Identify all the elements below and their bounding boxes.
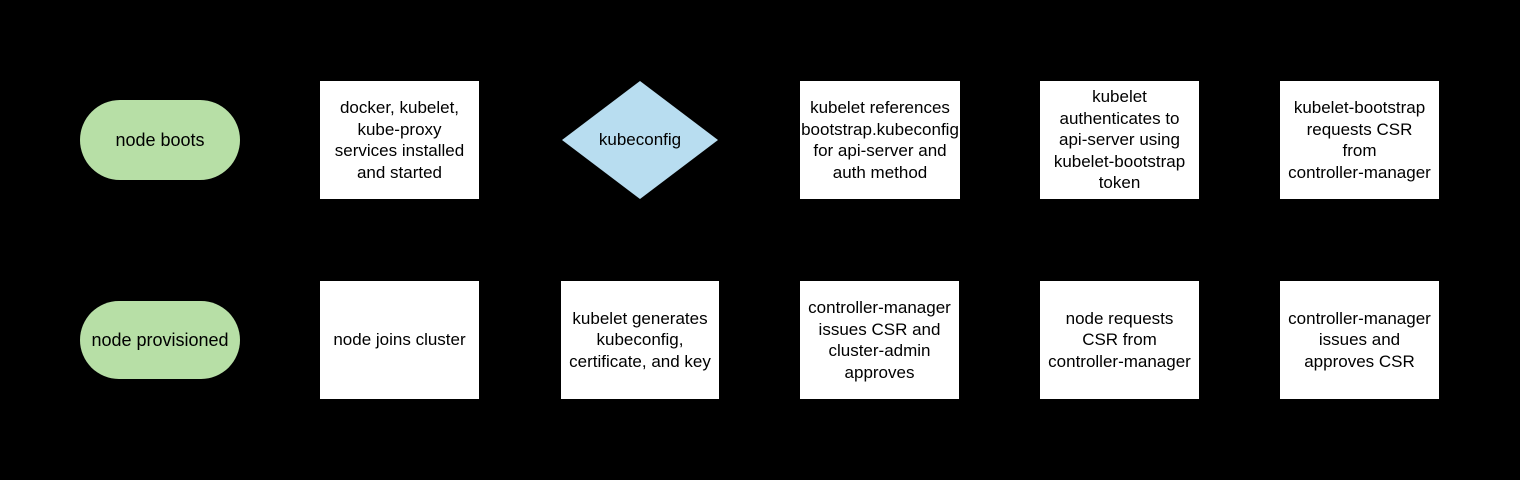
flow-node-kubeconfig-decision-label: kubeconfig — [598, 130, 682, 150]
flow-node-services-installed-label: docker, kubelet, kube-proxy services ins… — [334, 98, 465, 182]
flow-node-cm-issues-admin-approves: controller-manager issues CSR and cluste… — [800, 281, 959, 399]
flow-node-node-boots: node boots — [80, 100, 240, 180]
flow-node-node-requests-csr: node requests CSR from controller-manage… — [1040, 281, 1199, 399]
flow-node-kubelet-generates: kubelet generates kubeconfig, certificat… — [561, 281, 719, 399]
flow-node-bootstrap-requests-csr: kubelet-bootstrap requests CSR from cont… — [1280, 81, 1439, 199]
flow-node-kubelet-references-label: kubelet references bootstrap.kubeconfig … — [801, 98, 959, 182]
flow-node-kubelet-references: kubelet references bootstrap.kubeconfig … — [800, 81, 960, 199]
flow-node-kubelet-authenticates-label: kubelet authenticates to api-server usin… — [1053, 87, 1186, 193]
flow-node-kubelet-generates-label: kubelet generates kubeconfig, certificat… — [569, 308, 711, 371]
flow-node-cm-issues-admin-approves-label: controller-manager issues CSR and cluste… — [808, 298, 951, 382]
flow-node-bootstrap-requests-csr-label: kubelet-bootstrap requests CSR from cont… — [1288, 98, 1431, 182]
flow-node-services-installed: docker, kubelet, kube-proxy services ins… — [320, 81, 479, 199]
flow-node-cm-issues-approves-csr-label: controller-manager issues and approves C… — [1288, 308, 1431, 371]
flow-node-node-requests-csr-label: node requests CSR from controller-manage… — [1048, 308, 1191, 371]
flow-node-node-provisioned: node provisioned — [80, 301, 240, 379]
flow-node-node-joins-cluster: node joins cluster — [320, 281, 479, 399]
flow-node-kubelet-authenticates: kubelet authenticates to api-server usin… — [1040, 81, 1199, 199]
flow-node-kubeconfig-decision: kubeconfig — [562, 81, 718, 199]
flow-node-cm-issues-approves-csr: controller-manager issues and approves C… — [1280, 281, 1439, 399]
flow-node-node-boots-label: node boots — [115, 130, 205, 150]
flow-node-node-provisioned-label: node provisioned — [91, 330, 229, 350]
flow-node-node-joins-cluster-label: node joins cluster — [333, 330, 466, 350]
